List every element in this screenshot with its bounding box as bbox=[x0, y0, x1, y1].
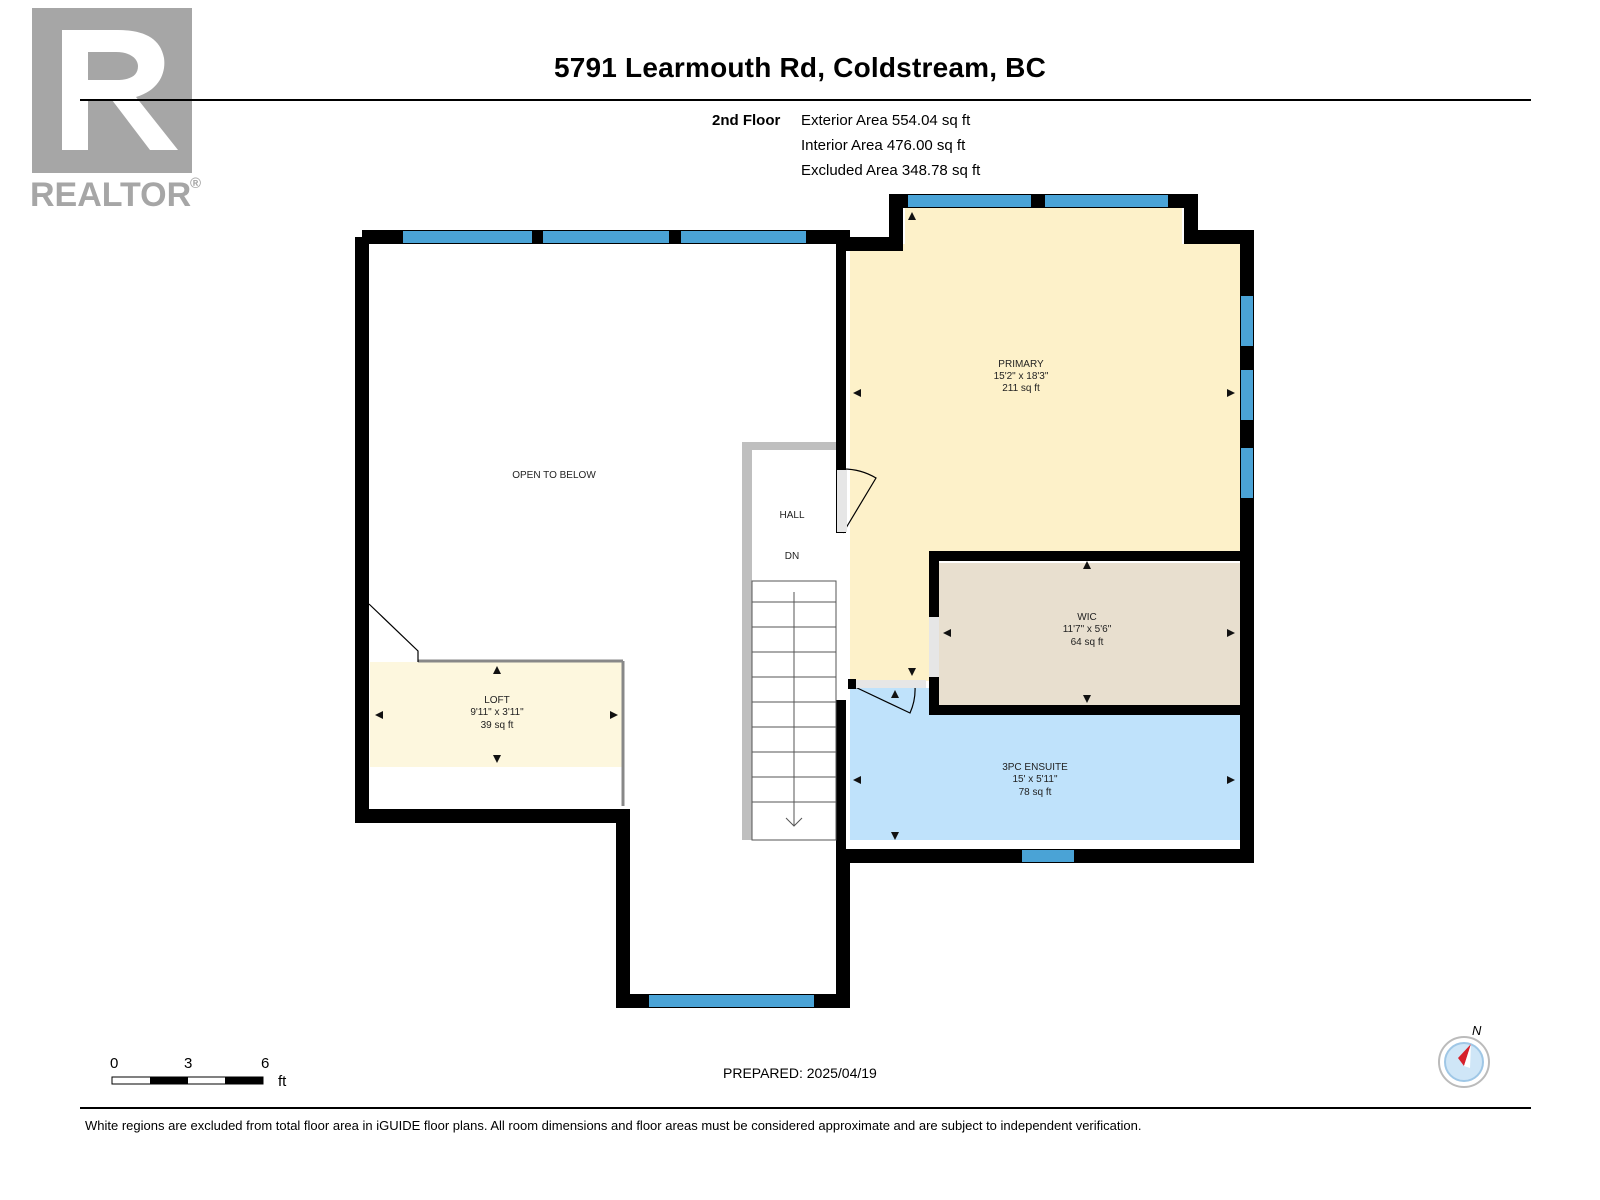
compass-north-label: N bbox=[1472, 1023, 1482, 1038]
label-loft-area: 39 sq ft bbox=[481, 720, 514, 731]
label-loft-dims: 9'11" x 3'11" bbox=[470, 707, 524, 718]
scale-label-6: 6 bbox=[261, 1055, 269, 1072]
door-opening bbox=[929, 617, 939, 677]
window bbox=[543, 231, 669, 243]
label-primary-name: PRIMARY bbox=[998, 359, 1044, 370]
label-wic-area: 64 sq ft bbox=[1071, 637, 1104, 648]
label-ensuite-name: 3PC ENSUITE bbox=[1002, 762, 1068, 773]
realtor-logo-mark: ® bbox=[190, 175, 201, 192]
windows bbox=[403, 195, 1253, 1007]
realtor-logo-text: REALTOR bbox=[30, 176, 191, 214]
window bbox=[403, 231, 532, 243]
exterior-walls bbox=[355, 194, 1254, 1008]
label-ensuite-dims: 15' x 5'11" bbox=[1013, 774, 1058, 785]
door-opening bbox=[856, 680, 926, 688]
window bbox=[1241, 296, 1253, 346]
window bbox=[649, 995, 814, 1007]
label-hall-name: HALL bbox=[779, 510, 804, 521]
dimension-arrows bbox=[375, 212, 1235, 840]
label-open-to-below: OPEN TO BELOW bbox=[512, 470, 596, 481]
window bbox=[1241, 448, 1253, 498]
scale-unit: ft bbox=[278, 1073, 287, 1090]
area-lines: Exterior Area 554.04 sq ft Interior Area… bbox=[801, 108, 980, 183]
door-opening bbox=[837, 470, 847, 532]
interior-area: Interior Area 476.00 sq ft bbox=[801, 137, 966, 154]
exterior-area: Exterior Area 554.04 sq ft bbox=[801, 112, 971, 129]
window bbox=[1045, 195, 1168, 207]
window bbox=[1022, 850, 1074, 862]
loft-angle bbox=[368, 603, 419, 662]
label-primary-area: 211 sq ft bbox=[1002, 383, 1040, 394]
realtor-logo: REALTOR ® bbox=[30, 8, 201, 214]
room-loft-fill bbox=[370, 662, 623, 767]
header-rule bbox=[80, 99, 1531, 101]
footer-rule bbox=[80, 1107, 1531, 1109]
label-wic-dims: 11'7" x 5'6" bbox=[1063, 624, 1112, 635]
scale-bar: 0 3 6 ft bbox=[110, 1055, 287, 1090]
label-ensuite-area: 78 sq ft bbox=[1019, 787, 1052, 798]
door-primary bbox=[842, 468, 877, 534]
window bbox=[681, 231, 806, 243]
prepared-date: PREPARED: 2025/04/19 bbox=[723, 1065, 877, 1081]
window bbox=[1241, 370, 1253, 420]
label-wic-name: WIC bbox=[1077, 612, 1096, 623]
label-loft-name: LOFT bbox=[484, 695, 510, 706]
footer-disclaimer: White regions are excluded from total fl… bbox=[85, 1118, 1142, 1133]
room-primary-fill bbox=[850, 208, 1240, 681]
scale-label-0: 0 bbox=[110, 1055, 118, 1072]
window bbox=[908, 195, 1031, 207]
scale-label-3: 3 bbox=[184, 1055, 192, 1072]
hall-fill bbox=[749, 449, 836, 581]
room-ensuite-fill bbox=[850, 688, 1240, 840]
floor-name: 2nd Floor bbox=[712, 112, 781, 129]
label-hall-dn: DN bbox=[785, 551, 799, 562]
compass-icon: N bbox=[1438, 1023, 1490, 1088]
page-title: 5791 Learmouth Rd, Coldstream, BC bbox=[553, 52, 1047, 83]
excluded-area: Excluded Area 348.78 sq ft bbox=[801, 162, 981, 179]
room-wic-fill bbox=[938, 563, 1240, 706]
label-primary-dims: 15'2" x 18'3" bbox=[994, 371, 1049, 382]
loft-rail bbox=[418, 659, 625, 806]
staircase bbox=[742, 442, 837, 841]
doors bbox=[837, 468, 939, 714]
